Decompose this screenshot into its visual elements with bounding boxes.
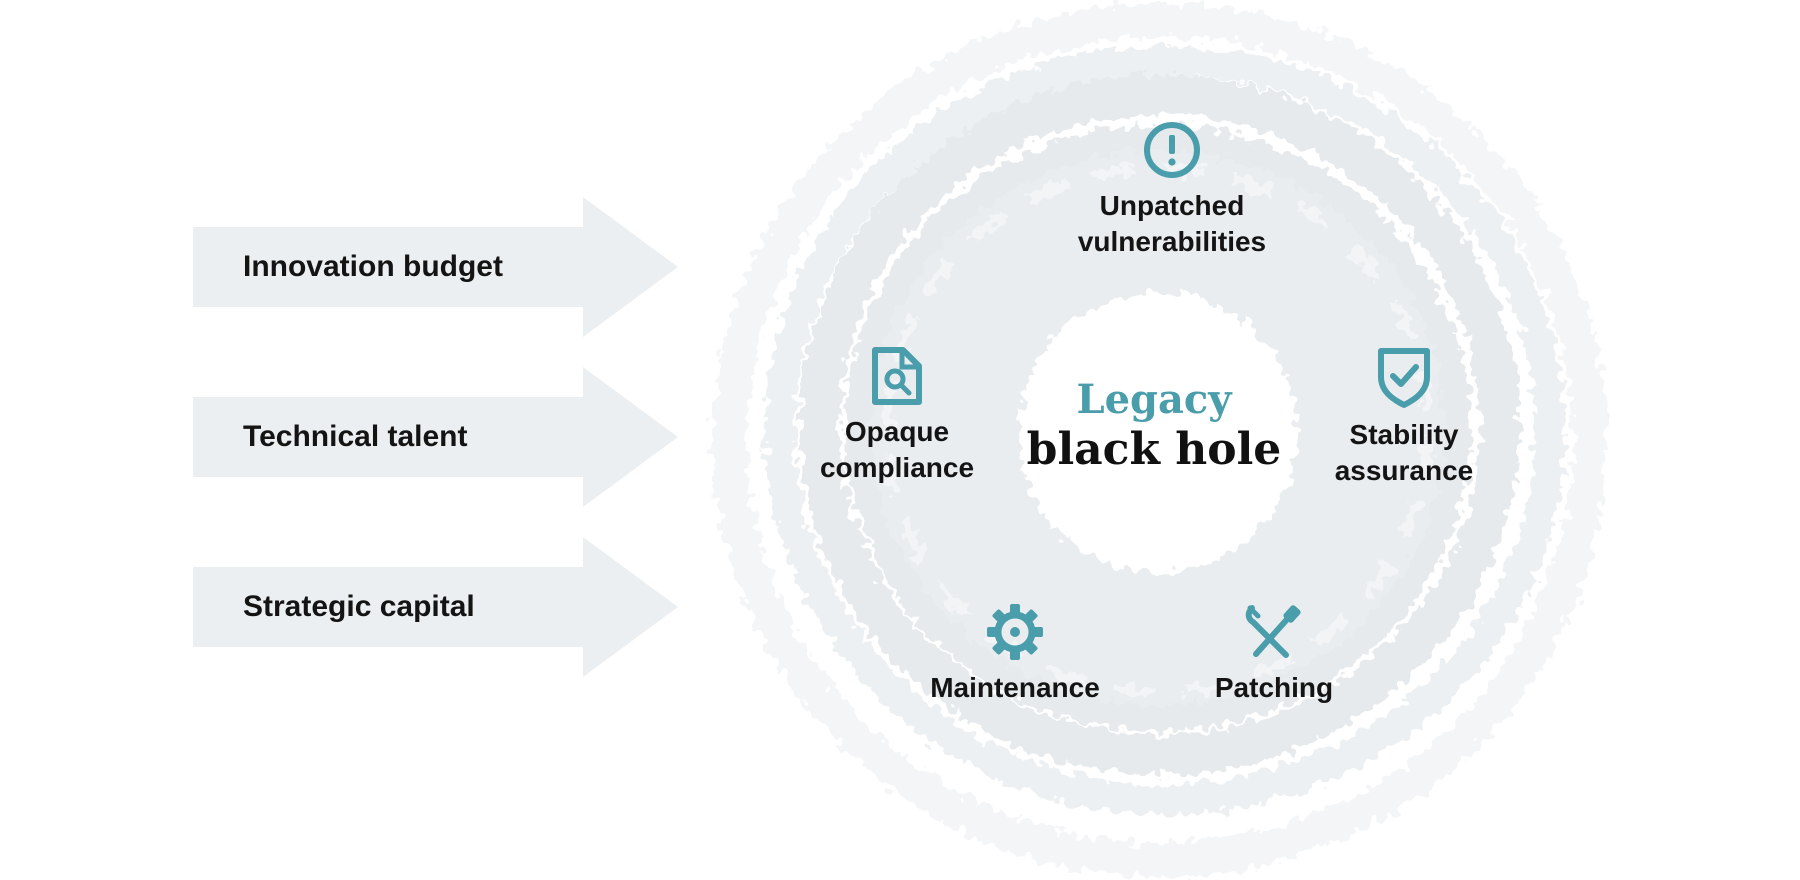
orbit-item-label: Maintenance [930,672,1100,703]
center-title-black-hole: black hole [1026,424,1282,475]
exclamation-circle-icon [1144,122,1200,178]
arrow-shape [193,367,678,507]
gear-icon [987,604,1043,660]
shield-check-icon [1378,348,1430,408]
input-label: Strategic capital [243,590,475,623]
orbit-item-label: Opaque compliance [819,416,975,483]
orbit-item-patching: Patching [1154,604,1394,706]
orbit-item-label: Stability assurance [1334,419,1474,486]
input-arrow-strategic-capital: Strategic capital [193,537,678,677]
input-arrow-technical-talent: Technical talent [193,367,678,507]
wrench-screwdriver-icon [1245,605,1301,658]
arrow-shape [193,197,678,337]
center-title-legacy: Legacy [1076,376,1232,423]
orbit-item-label: Patching [1214,672,1334,703]
orbit-item-unpatched-vulnerabilities: Unpatched vulnerabilities [1052,120,1292,260]
arrow-shape [193,537,678,677]
orbit-item-maintenance: Maintenance [895,602,1135,706]
input-label: Innovation budget [243,250,503,283]
input-label: Technical talent [243,420,468,453]
document-search-icon [872,347,922,405]
orbit-item-label: Unpatched vulnerabilities [1077,190,1267,257]
orbit-item-stability-assurance: Stability assurance [1284,345,1524,489]
orbit-item-opaque-compliance: Opaque compliance [777,346,1017,486]
input-arrow-innovation-budget: Innovation budget [193,197,678,337]
